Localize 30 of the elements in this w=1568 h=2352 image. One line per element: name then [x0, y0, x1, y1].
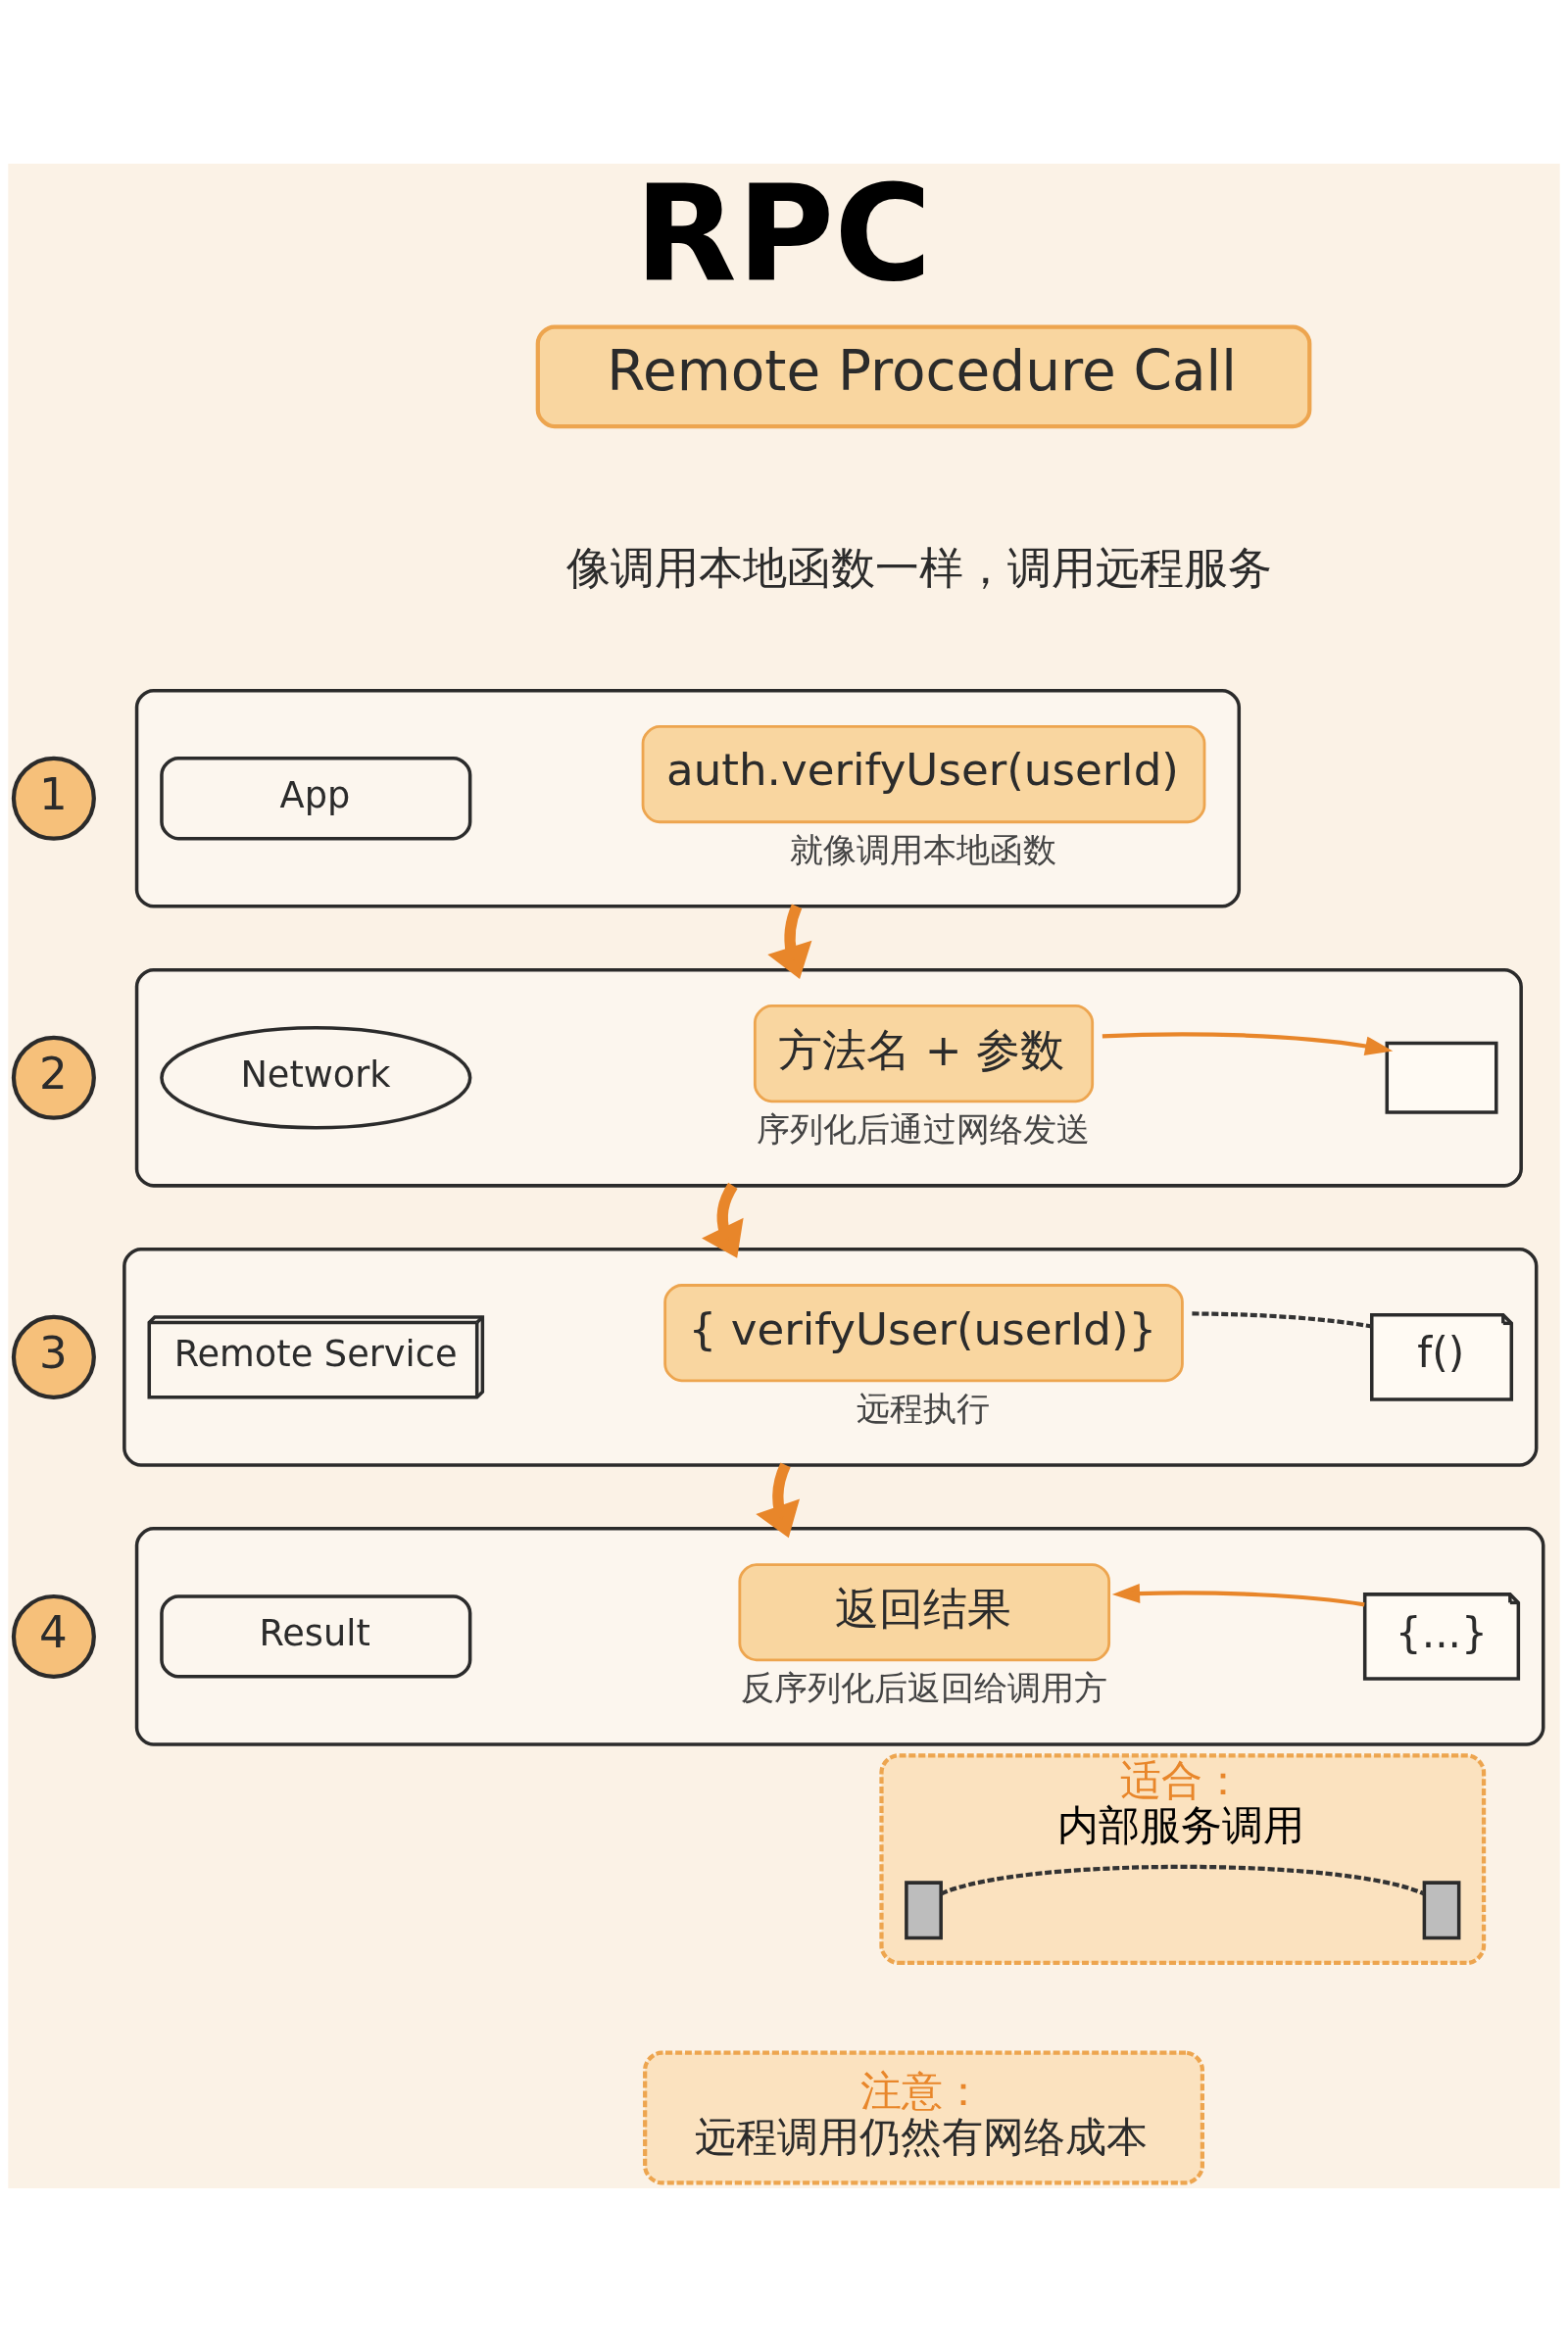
cluster	[134, 967, 1523, 1188]
diagram-title: RPC	[634, 156, 932, 312]
node-circle: 3	[11, 1314, 96, 1399]
node-box	[1385, 1041, 1498, 1114]
node-label: 反序列化后返回给调用方	[741, 1668, 1108, 1707]
label: 像调用本地函数一样，调用远程服务	[565, 541, 1272, 594]
cluster: 适合： 内部服务调用	[879, 1753, 1487, 1966]
node-circle: 2	[11, 1035, 96, 1120]
cluster	[134, 1527, 1545, 1746]
node-box: App	[160, 757, 472, 841]
node-label: 就像调用本地函数	[790, 830, 1057, 869]
node-box: Remote Procedure Call	[535, 324, 1312, 429]
arrow	[756, 1462, 801, 1539]
node-label: 序列化后通过网络发送	[757, 1109, 1091, 1149]
connector	[940, 1864, 1425, 1896]
cluster	[122, 1248, 1539, 1467]
node-circle: 1	[11, 756, 96, 841]
node-box: 注意： 远程调用仍然有网络成本	[643, 2050, 1204, 2185]
node-circle: 4	[11, 1593, 96, 1679]
cluster	[134, 688, 1242, 908]
arrow	[1111, 1584, 1365, 1607]
arrow	[702, 1182, 744, 1258]
arrow	[1102, 1032, 1394, 1056]
node-box	[905, 1881, 943, 1940]
node-label: 远程执行	[857, 1389, 991, 1428]
node-box: Result	[160, 1594, 472, 1679]
node-ellipse: Network	[160, 1026, 472, 1130]
node-box	[1422, 1881, 1461, 1940]
arrow	[767, 904, 812, 980]
connector	[1192, 1311, 1373, 1329]
